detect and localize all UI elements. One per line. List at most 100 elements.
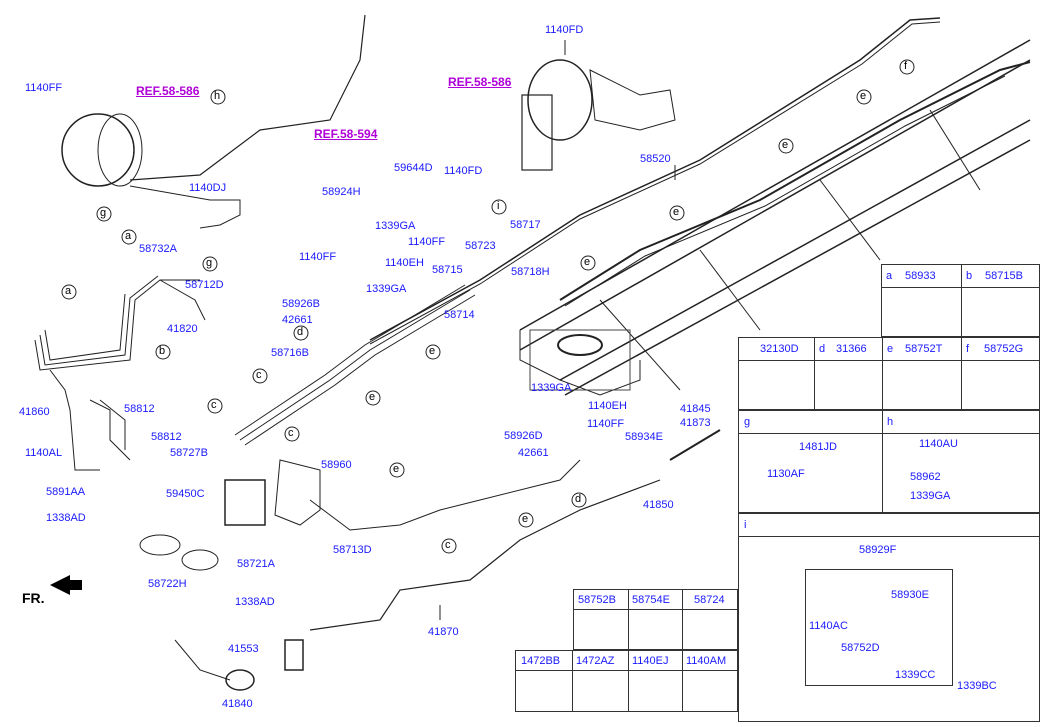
part-58715: 58715	[432, 264, 463, 276]
part-58926D: 58926D	[504, 430, 543, 442]
part-41850: 41850	[643, 499, 674, 511]
part-58812-b: 58812	[151, 431, 182, 443]
callout-letter-a: a	[125, 230, 132, 242]
callout-h-1	[210, 89, 226, 105]
vacuum-canister-end	[97, 113, 143, 187]
cell-b-code: 58715B	[985, 270, 1023, 282]
callout-e-6	[856, 89, 872, 105]
part-58716B: 58716B	[271, 347, 309, 359]
callout-letter-f: f	[904, 60, 908, 72]
vacuum-hose-h	[129, 14, 366, 181]
callout-letter-e4: e	[673, 206, 680, 218]
part-58520: 58520	[640, 153, 671, 165]
coil-58722H	[139, 534, 181, 556]
cell-h-1339GA: 1339GA	[910, 490, 951, 502]
cell-58754E: 58754E	[632, 594, 670, 606]
part-1140EH-b: 1140EH	[588, 400, 627, 412]
callout-letter-e3: e	[584, 256, 591, 268]
part-58723: 58723	[465, 240, 496, 252]
table-cdef: 32130D d 31366 e 58752T f 58752G	[738, 337, 1040, 410]
part-41873: 41873	[680, 417, 711, 429]
callout-letter-c3: c	[288, 427, 294, 439]
part-1140EH-a: 1140EH	[385, 257, 424, 269]
callout-letter-e2: e	[429, 345, 436, 357]
brake-booster	[527, 59, 593, 141]
table-bottom-r1: 58752B 58754E 58724	[573, 589, 738, 650]
cell-g-1481JD: 1481JD	[799, 441, 837, 453]
frame-rail-upper	[519, 39, 1031, 331]
callout-letter-b: b	[159, 345, 166, 357]
brake-line-long-upper	[369, 17, 941, 341]
clutch-line-41840	[174, 639, 231, 681]
frame-crossmember-2	[699, 249, 761, 331]
callout-letter-d2: d	[575, 493, 582, 505]
part-1140FF-d: 1140FF	[587, 418, 625, 430]
part-58717: 58717	[510, 219, 541, 231]
callout-e-2	[425, 344, 441, 360]
part-58722H: 58722H	[148, 578, 187, 590]
master-cylinder	[589, 69, 676, 131]
cell-e-code: 58752T	[905, 343, 943, 355]
table-bottom-r2: 1472BB 1472AZ 1140EJ 1140AM	[515, 650, 738, 712]
part-58934E: 58934E	[625, 431, 663, 443]
table-ab: a 58933 b 58715B	[881, 264, 1040, 337]
callout-e-7	[389, 462, 405, 478]
ref-link-58-586-center[interactable]: REF.58-586	[448, 75, 512, 89]
callout-c-1	[252, 368, 268, 384]
brake-line-58812	[89, 399, 131, 461]
brake-line-frame	[559, 61, 1031, 301]
coil-41840	[225, 669, 255, 691]
frame-front-block	[529, 329, 631, 391]
frame-front-box	[519, 330, 641, 396]
part-1140AL: 1140AL	[25, 447, 63, 459]
cell-i-key: i	[744, 519, 747, 531]
abs-module	[224, 479, 266, 526]
cell-58752B: 58752B	[578, 594, 616, 606]
brake-line-long-upper2	[369, 21, 941, 345]
brake-line-c1	[239, 289, 471, 441]
cell-c-code: 32130D	[760, 343, 799, 355]
callout-letter-c4: c	[445, 539, 451, 551]
part-41840: 41840	[222, 698, 253, 710]
callout-e-3	[580, 255, 596, 271]
cell-g-1130AF: 1130AF	[767, 468, 805, 480]
callout-e-1	[365, 390, 381, 406]
part-58732A: 58732A	[139, 243, 177, 255]
ref-link-58-586-left[interactable]: REF.58-586	[136, 84, 200, 98]
clutch-line-41870	[309, 479, 661, 631]
part-58727B: 58727B	[170, 447, 208, 459]
part-1338AD-b: 1338AD	[235, 596, 275, 608]
cell-h-key: h	[887, 416, 894, 428]
part-41845: 41845	[680, 403, 711, 415]
brake-line-41820	[159, 279, 206, 321]
part-5891AA: 5891AA	[46, 486, 86, 498]
part-41553: 41553	[228, 643, 259, 655]
callout-letter-d: d	[297, 326, 304, 338]
cell-d-code: 31366	[836, 343, 867, 355]
cell-e-key: e	[887, 343, 894, 355]
callout-a-1	[121, 229, 137, 245]
cell-i-58752D: 58752D	[841, 642, 880, 654]
part-1140DJ: 1140DJ	[189, 182, 227, 194]
callout-i-1	[491, 199, 507, 215]
part-1140FD-mid: 1140FD	[444, 165, 483, 177]
callout-f-1	[899, 59, 915, 75]
ref-link-58-594[interactable]: REF.58-594	[314, 127, 378, 141]
part-58812-a: 58812	[124, 403, 155, 415]
cell-1472BB: 1472BB	[521, 655, 561, 667]
part-59644D: 59644D	[394, 162, 433, 174]
cell-1472AZ: 1472AZ	[576, 655, 615, 667]
part-1339GA-a: 1339GA	[375, 220, 416, 232]
table-i: i 58929F 58930E 1140AC 58752D 1339CC 133…	[738, 513, 1040, 722]
brake-bundle-a3	[44, 293, 126, 361]
brake-line-58812b	[99, 399, 126, 450]
abs-bracket	[274, 459, 321, 526]
frame-rail-upper2	[519, 59, 1031, 351]
cell-h-1140AU: 1140AU	[919, 438, 958, 450]
brake-line-41860	[49, 369, 100, 471]
part-58926B: 58926B	[282, 298, 320, 310]
vacuum-hose-g	[129, 185, 241, 229]
brake-line-c3	[244, 294, 476, 446]
cell-i-1339CC: 1339CC	[895, 669, 936, 681]
